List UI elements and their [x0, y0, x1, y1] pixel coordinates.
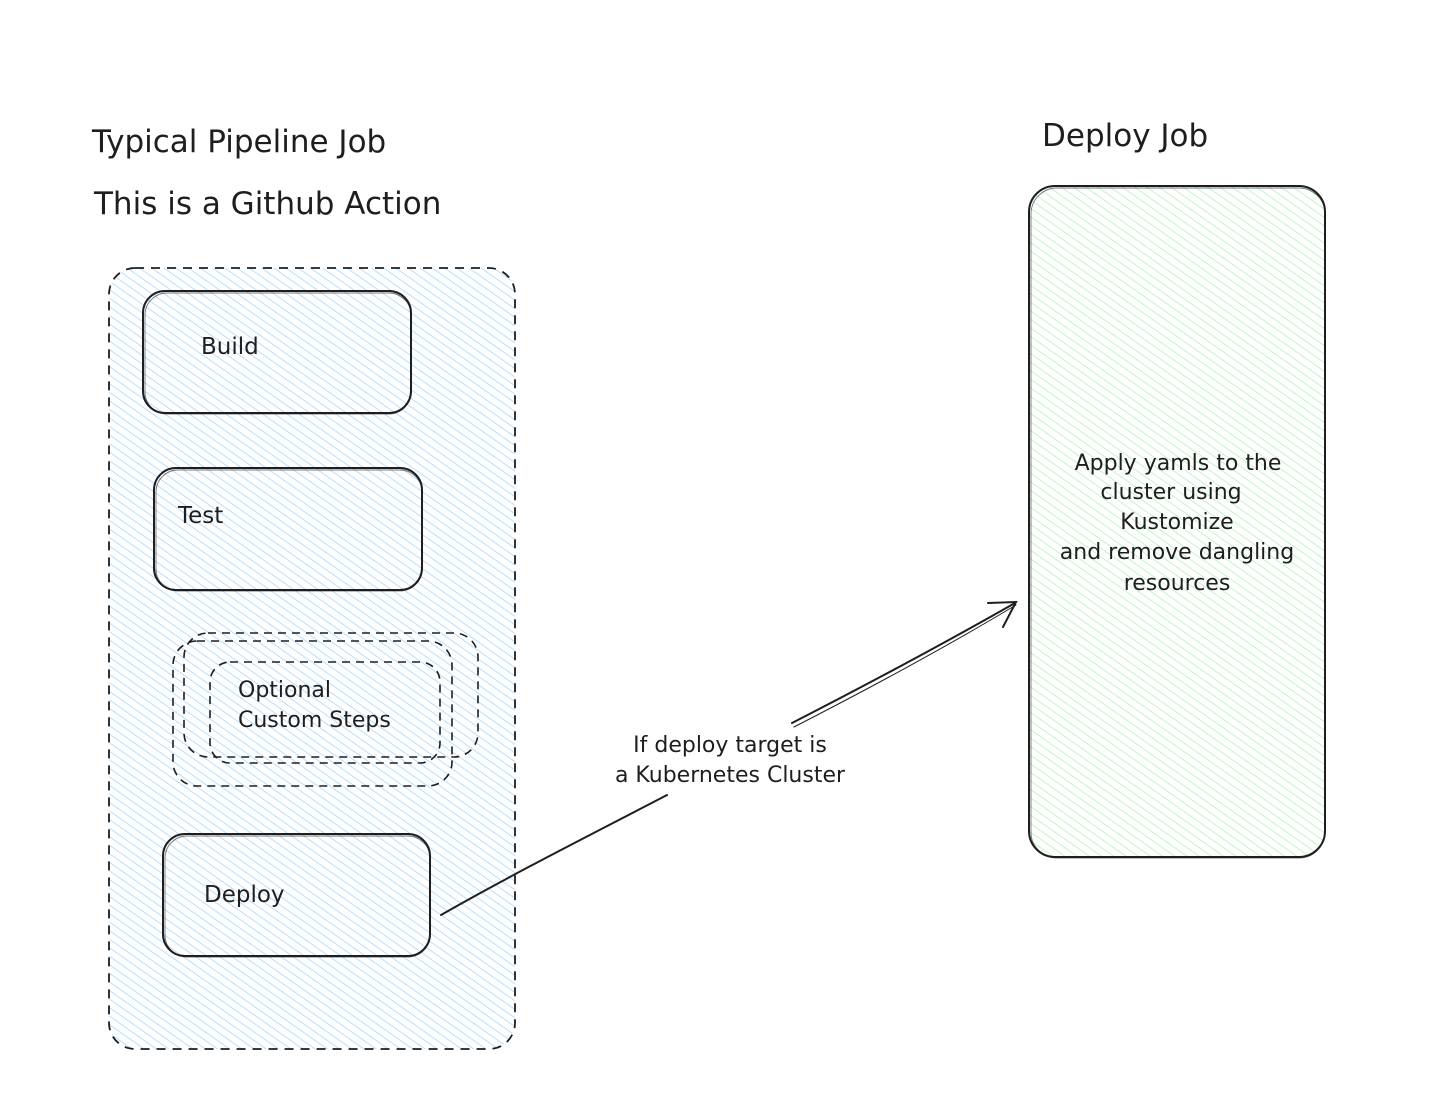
build-step-label: Build [201, 334, 259, 360]
deploy-arrow-upper-segment [791, 602, 1016, 724]
deploy-job-text-line2: cluster using [1100, 480, 1241, 505]
deploy-step-label: Deploy [204, 882, 285, 908]
pipeline-container[interactable] [108, 267, 516, 1050]
deploy-arrow-lower-segment [440, 794, 668, 916]
optional-step-box-middle [172, 640, 453, 787]
optional-step-box-back [183, 632, 479, 758]
deploy-arrow-upper-segment-double [793, 604, 1017, 728]
pipeline-job-subtitle: This is a Github Action [93, 186, 441, 222]
pipeline-job-title: Typical Pipeline Job [91, 124, 386, 160]
deploy-job-text-line1: Apply yamls to the [1075, 451, 1282, 476]
deploy-job-text-line4: and remove dangling [1060, 540, 1294, 565]
optional-step-box-front [209, 661, 441, 764]
edge-label-line1: If deploy target is [633, 733, 827, 758]
arrowhead-icon [987, 600, 1018, 628]
deploy-job-description: Apply yamls to the cluster using Kustomi… [1060, 451, 1294, 596]
deploy-job-text-line3: Kustomize [1120, 510, 1233, 535]
edge-label-line2: a Kubernetes Cluster [615, 763, 846, 788]
optional-step-label-line2: Custom Steps [238, 708, 391, 733]
deploy-arrow[interactable] [440, 600, 1018, 916]
optional-step-label-line1: Optional [238, 678, 331, 703]
optional-steps-group[interactable]: Optional Custom Steps [172, 632, 479, 787]
test-step-label: Test [177, 503, 223, 529]
deploy-job-title: Deploy Job [1042, 118, 1208, 154]
deploy-job-text-line5: resources [1124, 571, 1231, 596]
